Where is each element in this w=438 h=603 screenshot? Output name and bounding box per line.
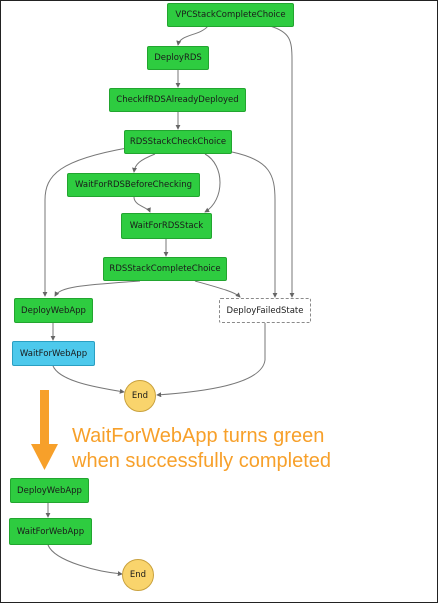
after-node-wait-for-webapp[interactable]: WaitForWebApp xyxy=(9,518,92,545)
edge-waitwebapp-to-end xyxy=(52,365,125,394)
edge-vpc-to-failed xyxy=(269,25,295,298)
node-check-rds-already-deployed[interactable]: CheckIfRDSAlreadyDeployed xyxy=(109,88,246,112)
node-deploy-failed-state[interactable]: DeployFailedState xyxy=(219,298,311,323)
node-end[interactable]: End xyxy=(124,380,156,412)
edge-failed-to-end xyxy=(156,323,266,398)
node-rds-stack-complete-choice[interactable]: RDSStackCompleteChoice xyxy=(103,257,227,281)
node-deploy-rds[interactable]: DeployRDS xyxy=(147,46,209,70)
after-node-deploy-webapp[interactable]: DeployWebApp xyxy=(10,478,89,503)
annotation-arrow xyxy=(31,390,58,470)
node-wait-for-rds-before-checking[interactable]: WaitForRDSBeforeChecking xyxy=(67,173,200,197)
node-deploy-webapp[interactable]: DeployWebApp xyxy=(14,298,93,323)
edge-choice-to-failed xyxy=(231,151,278,298)
node-wait-for-rds-stack[interactable]: WaitForRDSStack xyxy=(121,213,212,239)
edge-choice-to-waitbefore xyxy=(132,153,156,173)
node-rds-stack-check-choice[interactable]: RDSStackCheckChoice xyxy=(124,130,232,154)
edge-rdscomplete-to-deploywebapp xyxy=(54,280,141,297)
edge-rdscomplete-to-failed xyxy=(194,280,241,298)
after-node-end[interactable]: End xyxy=(122,559,154,591)
edge-waitbefore-to-waitstack xyxy=(133,196,151,213)
annotation-line-2: when successfully completed xyxy=(72,450,332,472)
edge-choice-to-deploywebapp xyxy=(42,147,128,297)
node-wait-for-webapp-running[interactable]: WaitForWebApp xyxy=(12,341,95,366)
annotation-line-1: WaitForWebApp turns green xyxy=(72,425,325,447)
edge-choice-to-waitstack xyxy=(204,153,221,213)
node-vpc-stack-complete-choice[interactable]: VPCStackCompleteChoice xyxy=(167,3,294,27)
edge-after-wait-to-end xyxy=(47,544,123,577)
annotation-text: WaitForWebApp turns green when successfu… xyxy=(72,424,331,474)
edge-vpc-to-deployrds xyxy=(176,25,209,46)
